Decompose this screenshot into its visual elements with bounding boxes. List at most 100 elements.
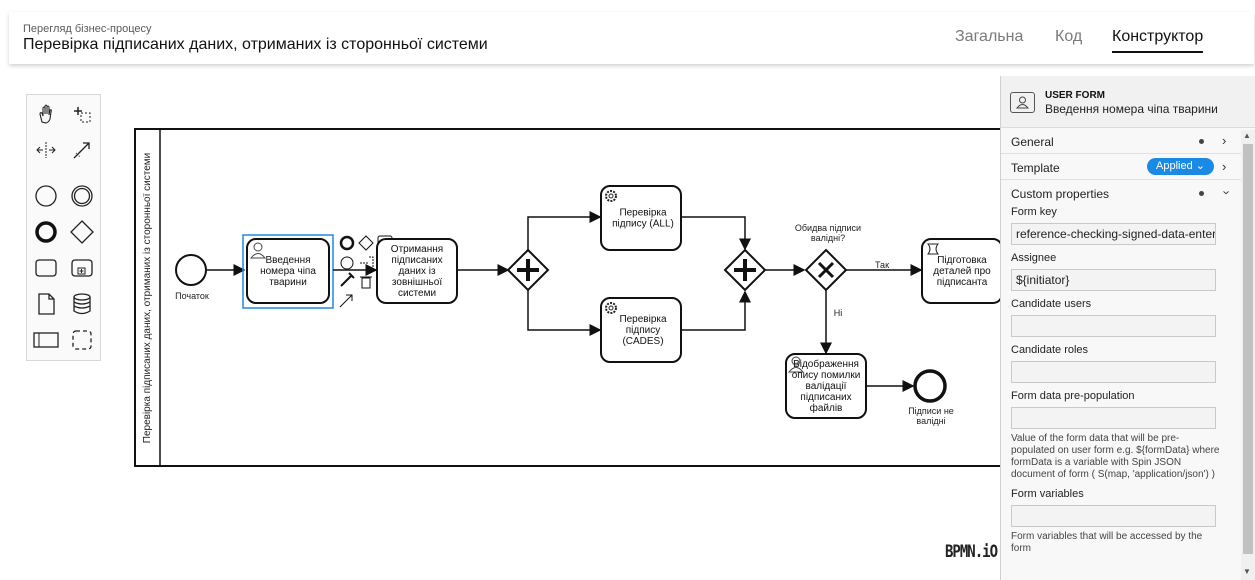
label-line: тварини (269, 277, 307, 288)
label-line: зовнішньої (392, 277, 442, 288)
bpmn-io-logo[interactable]: BPMN.iO (945, 542, 998, 562)
pool[interactable]: Перевірка підписаних даних, отриманих із… (134, 128, 1000, 467)
tab-code[interactable]: Код (1055, 28, 1083, 45)
user-form-icon (1010, 92, 1035, 113)
append-end-event-icon[interactable] (339, 235, 355, 251)
service-task-icon (605, 190, 617, 202)
pool-label: Перевірка підписаних даних, отриманих із… (142, 153, 153, 443)
bpmn-canvas[interactable]: Перевірка підписаних даних, отриманих із… (0, 70, 1000, 580)
label-line: Обидва підписи (795, 223, 861, 233)
scroll-up-icon[interactable]: ▲ (1243, 131, 1251, 140)
sequence-flow[interactable] (681, 216, 751, 251)
tab-general[interactable]: Загальна (955, 28, 1024, 45)
sequence-flow[interactable] (681, 290, 751, 331)
template-applied-badge[interactable]: Applied ⌄ (1147, 158, 1214, 175)
form-variables-input[interactable] (1011, 505, 1216, 527)
connect-icon[interactable] (339, 294, 353, 308)
label-line: опису помилки (792, 370, 861, 381)
intermediate-event-icon[interactable] (67, 181, 97, 211)
label-line: підпису (ALL) (612, 219, 674, 230)
chevron-right-icon[interactable]: › (1222, 159, 1227, 174)
data-indicator-icon (1199, 139, 1204, 144)
label-line: системи (398, 288, 436, 299)
gateway-icon[interactable] (67, 217, 97, 247)
wrench-icon[interactable] (340, 272, 355, 287)
label-line: підпису (626, 325, 660, 336)
form-variables-hint: Form variables that will be accessed by … (1011, 531, 1203, 554)
flow-label-no: Ні (834, 308, 843, 318)
service-task-icon (605, 302, 617, 314)
parallel-gateway-join[interactable] (723, 248, 767, 292)
panel-scrollbar[interactable]: ▲ ▼ (1241, 130, 1255, 580)
label-line: валідні? (811, 233, 845, 243)
assignee-label: Assignee (1011, 252, 1057, 264)
label-line: Підписи не (908, 406, 954, 416)
group-custom-properties[interactable]: Custom properties › (1001, 180, 1255, 206)
start-event-icon[interactable] (31, 181, 61, 211)
group-general[interactable]: General › (1001, 128, 1255, 154)
element-type: USER FORM (1045, 90, 1105, 101)
scrollbar-thumb[interactable] (1243, 144, 1253, 554)
task-icon[interactable] (31, 253, 61, 283)
prepopulation-input[interactable] (1011, 407, 1216, 429)
data-object-icon[interactable] (31, 289, 61, 319)
form-key-label: Form key (1011, 206, 1057, 218)
label-line: підписаних (391, 255, 442, 266)
label-line: Перевірка (619, 208, 667, 219)
label-line: деталей про (933, 266, 991, 277)
user-task-icon (787, 356, 805, 373)
append-gateway-icon[interactable] (358, 235, 374, 251)
lasso-tool-icon[interactable] (67, 99, 97, 129)
candidate-users-label: Candidate users (1011, 298, 1092, 310)
data-store-icon[interactable] (67, 289, 97, 319)
sequence-flow[interactable] (527, 211, 602, 250)
candidate-roles-input[interactable] (1011, 361, 1216, 383)
append-text-annotation-icon[interactable] (360, 256, 374, 270)
form-variables-label: Form variables (1011, 488, 1084, 500)
chevron-right-icon[interactable]: › (1222, 133, 1227, 148)
assignee-input[interactable]: ${initiator} (1011, 269, 1216, 291)
append-intermediate-event-icon[interactable] (340, 256, 354, 270)
script-task-icon (926, 243, 940, 255)
properties-panel: USER FORM Введення номера чіпа тварини G… (1000, 76, 1255, 580)
start-event-label: Початок (175, 291, 209, 301)
group-icon[interactable] (67, 325, 97, 355)
parallel-gateway-split[interactable] (506, 248, 550, 292)
tab-constructor[interactable]: Конструктор (1112, 28, 1204, 53)
end-event-icon[interactable] (31, 217, 61, 247)
label-line: файлів (810, 402, 843, 414)
scroll-down-icon[interactable]: ▼ (1243, 567, 1251, 576)
subprocess-icon[interactable] (67, 253, 97, 283)
label-line: валідації (806, 381, 847, 392)
candidate-users-input[interactable] (1011, 315, 1216, 337)
chevron-down-icon[interactable]: › (1219, 190, 1235, 195)
form-key-input[interactable]: reference-checking-signed-data-enter-a (1011, 223, 1216, 245)
flow-label-yes: Так (875, 260, 889, 270)
space-tool-icon[interactable] (31, 135, 61, 165)
label-line: Отримання (391, 244, 443, 255)
participant-icon[interactable] (31, 325, 61, 355)
global-connect-tool-icon[interactable] (67, 135, 97, 165)
hand-tool-icon[interactable] (31, 99, 61, 129)
page-title: Перевірка підписаних даних, отриманих із… (23, 36, 488, 53)
candidate-roles-label: Candidate roles (1011, 344, 1089, 356)
label-line: підписанта (937, 277, 988, 288)
sequence-flow[interactable] (527, 290, 602, 336)
trash-icon[interactable] (360, 276, 372, 289)
process-header: Перегляд бізнес-процесу Перевірка підпис… (9, 12, 1254, 64)
group-template[interactable]: Template Applied ⌄ › (1001, 154, 1255, 180)
start-event[interactable]: Початок (175, 254, 209, 301)
